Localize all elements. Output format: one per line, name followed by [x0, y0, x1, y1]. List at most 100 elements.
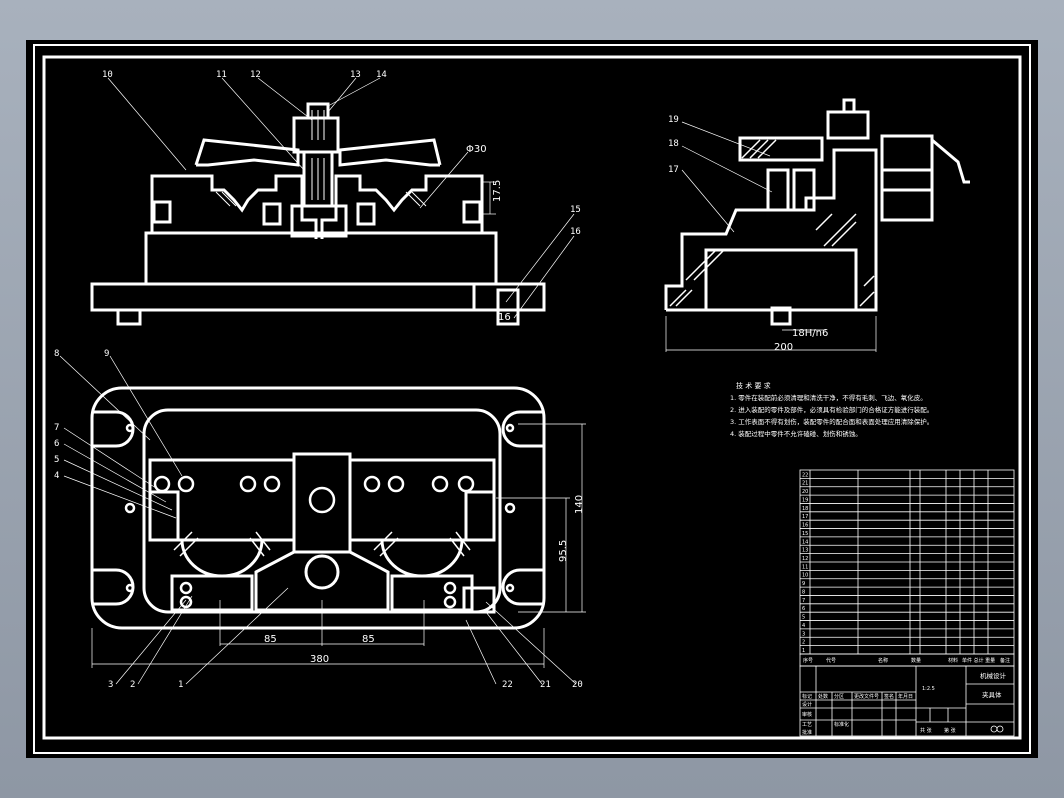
bom-row-number: 18: [802, 506, 808, 512]
top-leaders: [59, 355, 577, 685]
top-dim-lines: [91, 423, 586, 668]
callout-5: 5: [54, 455, 59, 465]
notes-line-1: 1. 零件在装配前必须清理和清洗干净，不得有毛刺、飞边、氧化皮。: [730, 393, 927, 402]
bom-row-number: 6: [802, 606, 805, 612]
bill-of-materials: [799, 469, 1015, 655]
dim-16: 16: [498, 312, 511, 323]
callout-1: 1: [178, 680, 183, 690]
callout-22: 22: [502, 680, 513, 690]
bom-row-number: 5: [802, 615, 805, 621]
bom-row-number: 10: [802, 573, 808, 579]
dim-380: 380: [310, 654, 329, 665]
dim-200: 200: [774, 342, 793, 353]
callout-13: 13: [350, 70, 361, 80]
dim-17-5: 17.5: [492, 180, 503, 202]
bom-row-number: 22: [802, 472, 808, 478]
bom-row-number: 15: [802, 531, 808, 537]
callout-11: 11: [216, 70, 227, 80]
front-view: [90, 102, 546, 326]
callout-21: 21: [540, 680, 551, 690]
notes-title: 技 术 要 求: [736, 381, 771, 390]
sign-mark: 标记: [802, 693, 812, 700]
role-standard: 标准化: [834, 721, 849, 728]
inner-frame: [42, 55, 1022, 740]
role-process: 工艺: [802, 722, 812, 728]
callout-12: 12: [250, 70, 261, 80]
bom-row-number: 16: [802, 523, 808, 529]
bom-header-no: 序号: [803, 657, 813, 664]
notes-line-2: 2. 进入装配的零件及部件，必须具有检验部门的合格证方能进行装配。: [730, 405, 933, 414]
callout-9: 9: [104, 349, 109, 359]
bom-header-weight: 单件 总计 重量: [962, 657, 995, 664]
callout-4: 4: [54, 471, 59, 481]
bom-row-number: 3: [802, 631, 805, 637]
bom-row-number: 8: [802, 589, 805, 595]
top-view: [90, 386, 546, 630]
bom-row-number: 19: [802, 497, 808, 503]
callout-20: 20: [572, 680, 583, 690]
title-company: 机械设计: [980, 671, 1007, 680]
bom-row-number: 12: [802, 556, 808, 562]
bom-header-name: 名称: [878, 657, 888, 664]
title-drawing-name: 夹具体: [982, 690, 1002, 699]
callout-15: 15: [570, 205, 581, 215]
drawing-sheet: 10 11 12 13 14 15 16 Φ30 17.5 16 19: [26, 40, 1038, 758]
dim-fit: 18H/n6: [792, 328, 828, 339]
callout-6: 6: [54, 439, 59, 449]
outer-frame: [33, 44, 1031, 754]
bom-row-number: 13: [802, 548, 808, 554]
bom-row-number: 21: [802, 481, 808, 487]
notes-line-4: 4. 装配过程中零件不允许磕碰、划伤和锈蚀。: [730, 429, 862, 438]
front-leaders: [107, 77, 575, 319]
title-scale: 1:2.5: [922, 686, 935, 692]
callout-14: 14: [376, 70, 387, 80]
dim-140: 140: [574, 495, 585, 514]
technical-notes: 技 术 要 求 1. 零件在装配前必须清理和清洗干净，不得有毛刺、飞边、氧化皮。…: [730, 381, 933, 438]
top-hatch: [173, 531, 471, 557]
bom-row-number: 14: [802, 539, 808, 545]
front-hatch: [215, 110, 427, 207]
sign-date: 年月日: [898, 693, 913, 700]
callout-17: 17: [668, 165, 679, 175]
title-block: [799, 665, 1015, 737]
sign-count: 处数: [818, 693, 828, 700]
side-hatch: [669, 139, 875, 307]
bom-row-number: 1: [802, 648, 805, 654]
callout-10: 10: [102, 70, 113, 80]
callout-8: 8: [54, 349, 59, 359]
cad-drawing: 10 11 12 13 14 15 16 Φ30 17.5 16 19: [33, 44, 1031, 754]
bom-header-qty: 数量: [911, 657, 921, 664]
sign-signature: 签名: [884, 693, 894, 700]
bom-row-number: 2: [802, 640, 805, 646]
role-approve: 批准: [802, 729, 812, 736]
sheet-current: 第 张: [944, 727, 956, 734]
bom-header-material: 材料: [948, 657, 958, 664]
sign-change-doc: 更改文件号: [854, 693, 879, 700]
sheet-total: 共 张: [920, 727, 932, 734]
bom-row-number: 11: [802, 564, 808, 570]
dim-85-right: 85: [362, 634, 375, 645]
bom-row-number: 4: [802, 623, 805, 629]
callout-16: 16: [570, 227, 581, 237]
callout-2: 2: [130, 680, 135, 690]
callout-18: 18: [668, 139, 679, 149]
sign-zone: 分区: [834, 693, 844, 700]
side-leaders: [665, 121, 877, 352]
bom-row-number: 20: [802, 489, 808, 495]
top-balls: [124, 423, 516, 609]
side-view: [664, 98, 970, 326]
role-design: 设计: [802, 701, 812, 708]
dim-phi30: Φ30: [466, 144, 487, 155]
callout-19: 19: [668, 115, 679, 125]
bom-header-remark: 备注: [1000, 657, 1010, 664]
callout-3: 3: [108, 680, 113, 690]
bom-header-code: 代号: [826, 657, 836, 664]
dim-85-left: 85: [264, 634, 277, 645]
bom-row-number: 17: [802, 514, 808, 520]
bom-row-number: 7: [802, 598, 805, 604]
callout-7: 7: [54, 423, 59, 433]
role-review: 审核: [802, 711, 812, 718]
notes-line-3: 3. 工作表面不得有划伤，装配零件的配合面和表面处理应用清除保护。: [730, 417, 933, 426]
dim-95-5: 95.5: [558, 540, 569, 562]
